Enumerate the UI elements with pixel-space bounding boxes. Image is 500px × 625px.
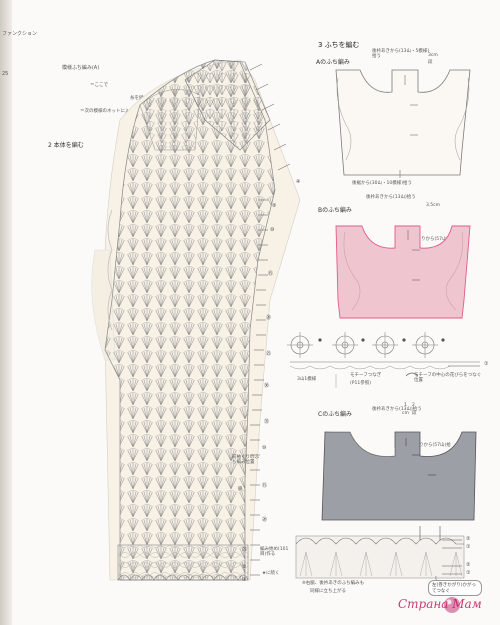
legend-note-2: 糸を続く: [130, 96, 148, 101]
row-label: ⑳: [262, 517, 268, 523]
row-label: ⑤: [242, 564, 247, 570]
left-edge-code: 25: [2, 71, 9, 77]
c-top-dim-3: cm: [402, 411, 409, 416]
row-label: ⑳: [266, 315, 272, 321]
motif-left-label: 3山1模様: [297, 377, 317, 382]
book-spine-shadow: [0, 0, 12, 625]
legend-note-3: ＝次の模様のネットに入れて編む: [80, 109, 148, 114]
bottom-note-2: 同様に立ち上がる: [310, 589, 346, 594]
row-label: ⑮: [262, 483, 268, 489]
a-edging-title: Aのふち編み: [316, 59, 350, 66]
row-label: ⑤: [272, 203, 277, 209]
start-note: 編み始め(101目)作る: [260, 547, 289, 557]
watermark-text: Страна Мам: [398, 597, 482, 611]
motif-center-note: (P11参照): [350, 381, 371, 386]
continue-note: ★に続く: [262, 571, 280, 576]
a-bottom-note: 後裾から(30山・10模様)拾う: [352, 181, 412, 186]
row-label: ㉟: [264, 419, 270, 425]
c-top-note: 後衿あきから(13山)拾う: [372, 407, 422, 412]
section-3-heading: 3 ふちを編む: [318, 41, 360, 49]
row-label: ⑮: [268, 271, 274, 277]
row-label: ①: [242, 577, 247, 583]
edging-row-1-bottom: ①: [466, 570, 471, 576]
section-2-heading: 2 本体を編む: [48, 142, 84, 149]
row-label: ㉕: [242, 547, 248, 553]
a-top-note: 後衿あきから(13山・5模様)拾う: [372, 49, 430, 59]
motif-right-label: モチーフの中心の花びらをつなぐ位置: [414, 373, 482, 383]
edging-row-2-top: ②: [466, 536, 471, 542]
row-label: ㉕: [266, 351, 272, 357]
a-top-dim: 3cm: [428, 53, 438, 58]
c-top-dim-4: 段: [412, 411, 417, 416]
row-label: ㉚: [264, 383, 270, 389]
edging-row-1-top: ①: [466, 544, 471, 550]
legend-title: 模様ふち編み(A): [62, 65, 100, 71]
c-edging-title: Cのふち編み: [318, 411, 353, 418]
c-top-dim-1: 1: [404, 403, 407, 408]
row-label: ⑩: [270, 227, 275, 233]
b-edging-title: Bのふち編み: [318, 207, 352, 214]
a-top-dim-unit: 段: [428, 60, 433, 65]
motif-center-label: モチーフつなぎ: [350, 373, 382, 378]
legend-note-1: ＝ここで: [90, 83, 108, 88]
bottom-note-1: ※右脇、後衿あきのふち編みも: [302, 581, 365, 586]
join-instruction-pill: 左(巻きかがり)かがってつなぐ: [428, 580, 482, 596]
row-label: ⑩: [262, 445, 267, 451]
armhole-note: 前袖ぐりのふち編み位置: [232, 455, 259, 465]
left-edge-text: ファンクション: [2, 31, 38, 37]
row-label: ④: [296, 179, 301, 185]
side-note: 脇: [238, 487, 243, 492]
motif-row-number: ①: [484, 361, 489, 367]
edging-row-2-bottom: ②: [466, 562, 471, 568]
b-top-note: 後衿あきから(13山)拾う: [366, 195, 416, 200]
c-top-dim-2: 2: [412, 403, 415, 408]
b-top-dim: 3.5cm: [426, 203, 441, 208]
